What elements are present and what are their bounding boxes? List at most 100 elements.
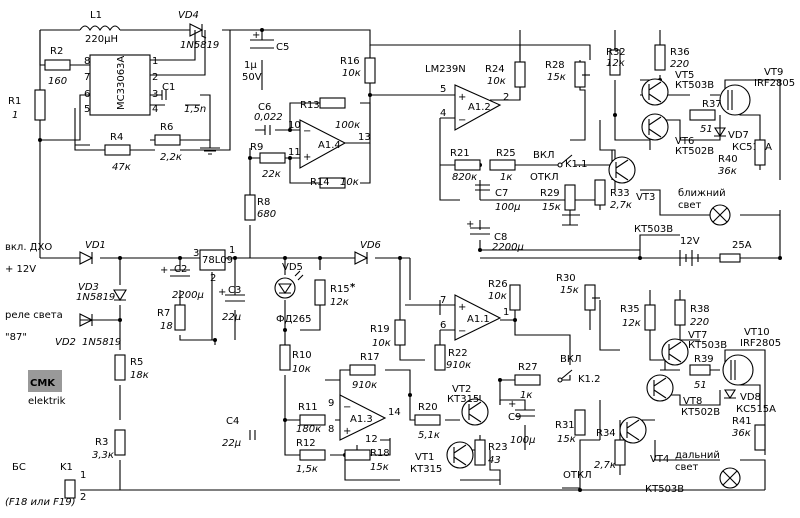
svg-text:VD2: VD2 xyxy=(55,337,76,348)
svg-text:R34: R34 xyxy=(596,428,616,439)
svg-text:14: 14 xyxy=(388,407,401,418)
svg-text:1,5n: 1,5n xyxy=(184,104,206,115)
svg-text:VT4: VT4 xyxy=(650,454,669,465)
transistor-vt5: VT5 КТ503В xyxy=(641,70,714,106)
svg-text:100к: 100к xyxy=(335,120,360,131)
svg-text:2: 2 xyxy=(152,72,158,83)
svg-text:R8: R8 xyxy=(257,197,270,208)
svg-text:R39: R39 xyxy=(694,354,714,365)
capacitor-c6: C6 0,022 xyxy=(254,102,283,135)
svg-text:1к: 1к xyxy=(500,172,512,183)
svg-text:3: 3 xyxy=(152,89,158,100)
svg-text:CMK: CMK xyxy=(30,378,56,389)
diode-vd6: VD6 xyxy=(354,240,381,265)
inductor-l1: L1 220µH xyxy=(79,10,121,45)
svg-text:КТ503В: КТ503В xyxy=(688,340,727,351)
svg-text:C5: C5 xyxy=(276,42,289,53)
svg-text:R25: R25 xyxy=(496,148,516,159)
svg-text:БС: БС xyxy=(12,462,26,473)
svg-text:КТ502В: КТ502В xyxy=(675,146,714,157)
relay-switch-k1-1: ВКЛ ОТКЛ K1.1 xyxy=(530,150,587,183)
battery-12v: 12V xyxy=(679,236,700,266)
svg-text:КТ503В: КТ503В xyxy=(645,484,684,495)
svg-text:820к: 820к xyxy=(452,172,477,183)
svg-text:8: 8 xyxy=(328,424,334,435)
svg-text:КТ315: КТ315 xyxy=(447,394,479,405)
resistor-r26: R26 10к xyxy=(488,279,521,311)
mosfet-vt9: VT9 IRF2805 xyxy=(719,67,795,116)
svg-text:220µH: 220µH xyxy=(85,34,118,45)
svg-text:180к: 180к xyxy=(296,424,321,435)
resistor-r21: R21 820к xyxy=(450,148,481,183)
svg-text:2,2к: 2,2к xyxy=(160,152,182,163)
svg-text:1: 1 xyxy=(12,110,18,121)
plus-sign: + xyxy=(466,219,474,230)
svg-text:R10: R10 xyxy=(292,350,312,361)
svg-text:R16: R16 xyxy=(340,56,360,67)
resistor-r32: R32 12к xyxy=(606,47,626,76)
svg-text:VD4: VD4 xyxy=(178,10,199,21)
opamp-a1-4: − + A1.4 10 11 13 xyxy=(288,119,371,169)
svg-text:7: 7 xyxy=(84,72,90,83)
resistor-r35: R35 12к xyxy=(620,304,656,331)
svg-text:12к: 12к xyxy=(330,297,349,308)
resistor-r10: R10 10к xyxy=(279,344,312,375)
resistor-r36: R36 220 xyxy=(654,44,690,71)
svg-text:IRF2805: IRF2805 xyxy=(754,78,795,89)
svg-text:2200µ: 2200µ xyxy=(172,290,204,301)
svg-text:12: 12 xyxy=(365,434,378,445)
svg-text:4: 4 xyxy=(152,104,158,115)
svg-text:ФД265: ФД265 xyxy=(276,314,312,325)
svg-text:6: 6 xyxy=(440,320,446,331)
svg-text:КТ315: КТ315 xyxy=(410,464,442,475)
svg-text:R5: R5 xyxy=(130,357,143,368)
svg-text:1,5к: 1,5к xyxy=(296,464,318,475)
capacitor-c7: C7 100µ xyxy=(475,184,520,213)
svg-text:10к: 10к xyxy=(487,76,506,87)
svg-text:VD1: VD1 xyxy=(85,240,106,251)
svg-text:43: 43 xyxy=(488,455,501,466)
resistor-r25: R25 1к xyxy=(489,148,516,183)
svg-text:2: 2 xyxy=(503,92,509,103)
svg-text:VT6: VT6 xyxy=(675,136,694,147)
diode-vd4: VD4 1N5819 xyxy=(178,10,219,51)
svg-text:VT1: VT1 xyxy=(415,452,434,463)
resistor-r12: R12 1,5к xyxy=(296,438,326,475)
svg-text:5: 5 xyxy=(440,84,446,95)
svg-text:VD8: VD8 xyxy=(740,392,761,403)
svg-text:C1: C1 xyxy=(162,82,175,93)
svg-text:VD7: VD7 xyxy=(728,130,749,141)
svg-text:8: 8 xyxy=(84,56,90,67)
svg-text:C3: C3 xyxy=(228,285,241,296)
potentiometer-r28: R28 15к xyxy=(545,60,590,88)
minus-sign: − xyxy=(458,115,466,126)
svg-text:12к: 12к xyxy=(606,58,625,69)
relay-switch-k1-2: ВКЛ ОТКЛ K1.2 xyxy=(557,354,600,481)
resistor-r41: R41 36к xyxy=(732,416,766,451)
svg-text:R28: R28 xyxy=(545,60,565,71)
svg-text:IRF2805: IRF2805 xyxy=(740,338,781,349)
svg-text:5: 5 xyxy=(84,104,90,115)
resistor-r17: R17 910к xyxy=(349,352,380,391)
resistor-r8: R8 680 xyxy=(244,194,276,221)
svg-text:VT3: VT3 xyxy=(636,192,655,203)
transistor-vt6: VT6 КТ502В xyxy=(641,113,714,157)
svg-text:10к: 10к xyxy=(342,68,361,79)
svg-text:VT5: VT5 xyxy=(675,70,694,81)
svg-text:R40: R40 xyxy=(718,154,738,165)
diode-vd3: VD3 1N5819 xyxy=(76,282,127,303)
svg-text:220: 220 xyxy=(690,317,709,328)
svg-text:R38: R38 xyxy=(690,304,710,315)
svg-text:КТ503В: КТ503В xyxy=(634,224,673,235)
resistor-r9: R9 22к xyxy=(250,142,286,180)
svg-text:2,7к: 2,7к xyxy=(594,460,616,471)
resistor-r6: R6 2,2к xyxy=(154,122,182,163)
svg-text:*: * xyxy=(350,282,356,293)
svg-text:2200µ: 2200µ xyxy=(492,242,524,253)
svg-text:R3: R3 xyxy=(95,437,108,448)
svg-text:VD5: VD5 xyxy=(282,262,303,273)
svg-text:VT2: VT2 xyxy=(452,384,471,395)
svg-text:elektrik: elektrik xyxy=(28,396,66,407)
